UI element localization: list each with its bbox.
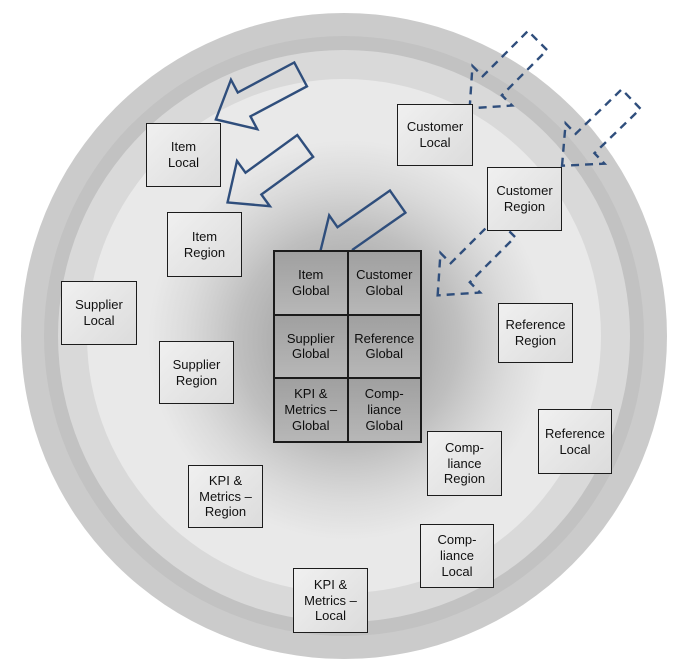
box-compliance-region-label-line: Comp- — [444, 439, 484, 455]
box-supplier-local-label-line: Supplier — [75, 297, 123, 313]
box-reference-region-label-line: Reference — [505, 317, 566, 333]
grid-cell-kpi-metrics-global: KPI &Metrics –Global — [274, 378, 348, 442]
grid-cell-kpi-metrics-global-label-line: Metrics – — [284, 402, 338, 418]
box-reference-region-label-line: Region — [514, 333, 557, 348]
box-kpi-metrics-region-label-line: Region — [204, 504, 247, 520]
grid-cell-kpi-metrics-global-label-line: KPI & — [294, 386, 328, 402]
box-compliance-region-label-line: liance — [447, 455, 482, 471]
box-compliance-local-label-line: Comp- — [437, 532, 477, 548]
box-kpi-metrics-region-label-line: KPI & — [208, 472, 243, 488]
box-customer-local-label-line: Customer — [406, 119, 464, 135]
arrow-solid-2 — [226, 133, 315, 208]
box-reference-local-label-line: Local — [559, 441, 591, 457]
grid-cell-item-global-label-line: Global — [291, 282, 330, 298]
box-kpi-metrics-local-label-line: KPI & — [313, 576, 348, 592]
box-customer-region-label-line: Customer — [496, 183, 553, 199]
arrow-solid-1 — [214, 60, 309, 131]
box-supplier-region-label-line: Region — [175, 372, 218, 388]
box-kpi-metrics-local-label-line: Metrics – — [304, 592, 357, 608]
grid-cell-customer-global-label-line: Global — [365, 282, 404, 298]
box-kpi-metrics-local: KPI &Metrics –Local — [293, 568, 368, 633]
grid-cell-reference-global-label-line: Global — [365, 346, 404, 362]
box-item-region-label-line: Region — [183, 244, 226, 260]
box-supplier-region-label-line: Supplier — [172, 356, 221, 372]
grid-cell-compliance-global-label-line: Comp- — [364, 386, 404, 402]
box-kpi-metrics-region: KPI &Metrics –Region — [188, 465, 263, 528]
box-kpi-metrics-region-label-line: Metrics – — [199, 488, 252, 504]
grid-cell-item-global-label-line: Item — [298, 266, 324, 282]
box-item-local-label-line: Item — [170, 139, 197, 155]
box-item-region-label-line: Item — [191, 228, 218, 244]
grid-cell-compliance-global-label-line: Global — [365, 418, 404, 434]
box-item-local-label-line: Local — [167, 155, 200, 170]
box-kpi-metrics-local-label-line: Local — [314, 608, 347, 624]
box-customer-region-label-line: Region — [503, 199, 546, 214]
grid-cell-supplier-global-label-line: Supplier — [286, 330, 335, 346]
grid-cell-customer-global-label-line: Customer — [356, 266, 413, 282]
box-supplier-local-label-line: Local — [83, 313, 115, 328]
grid-cell-kpi-metrics-global-label-line: Global — [291, 418, 330, 434]
box-compliance-local-label-line: Local — [441, 563, 473, 579]
arrow-dashed-3 — [436, 216, 517, 297]
box-reference-local-label-line: Reference — [545, 425, 605, 441]
grid-cell-compliance-global-label-line: liance — [367, 402, 402, 418]
box-customer-local-label-line: Local — [419, 135, 451, 150]
arrow-dashed-2 — [560, 87, 643, 167]
grid-cell-supplier-global-label-line: Global — [291, 346, 330, 362]
box-compliance-region-label-line: Region — [443, 471, 486, 487]
grid-cell-reference-global-label-line: Reference — [354, 330, 415, 346]
box-compliance-local-label-line: liance — [440, 548, 474, 564]
arrow-dashed-1 — [468, 29, 549, 110]
